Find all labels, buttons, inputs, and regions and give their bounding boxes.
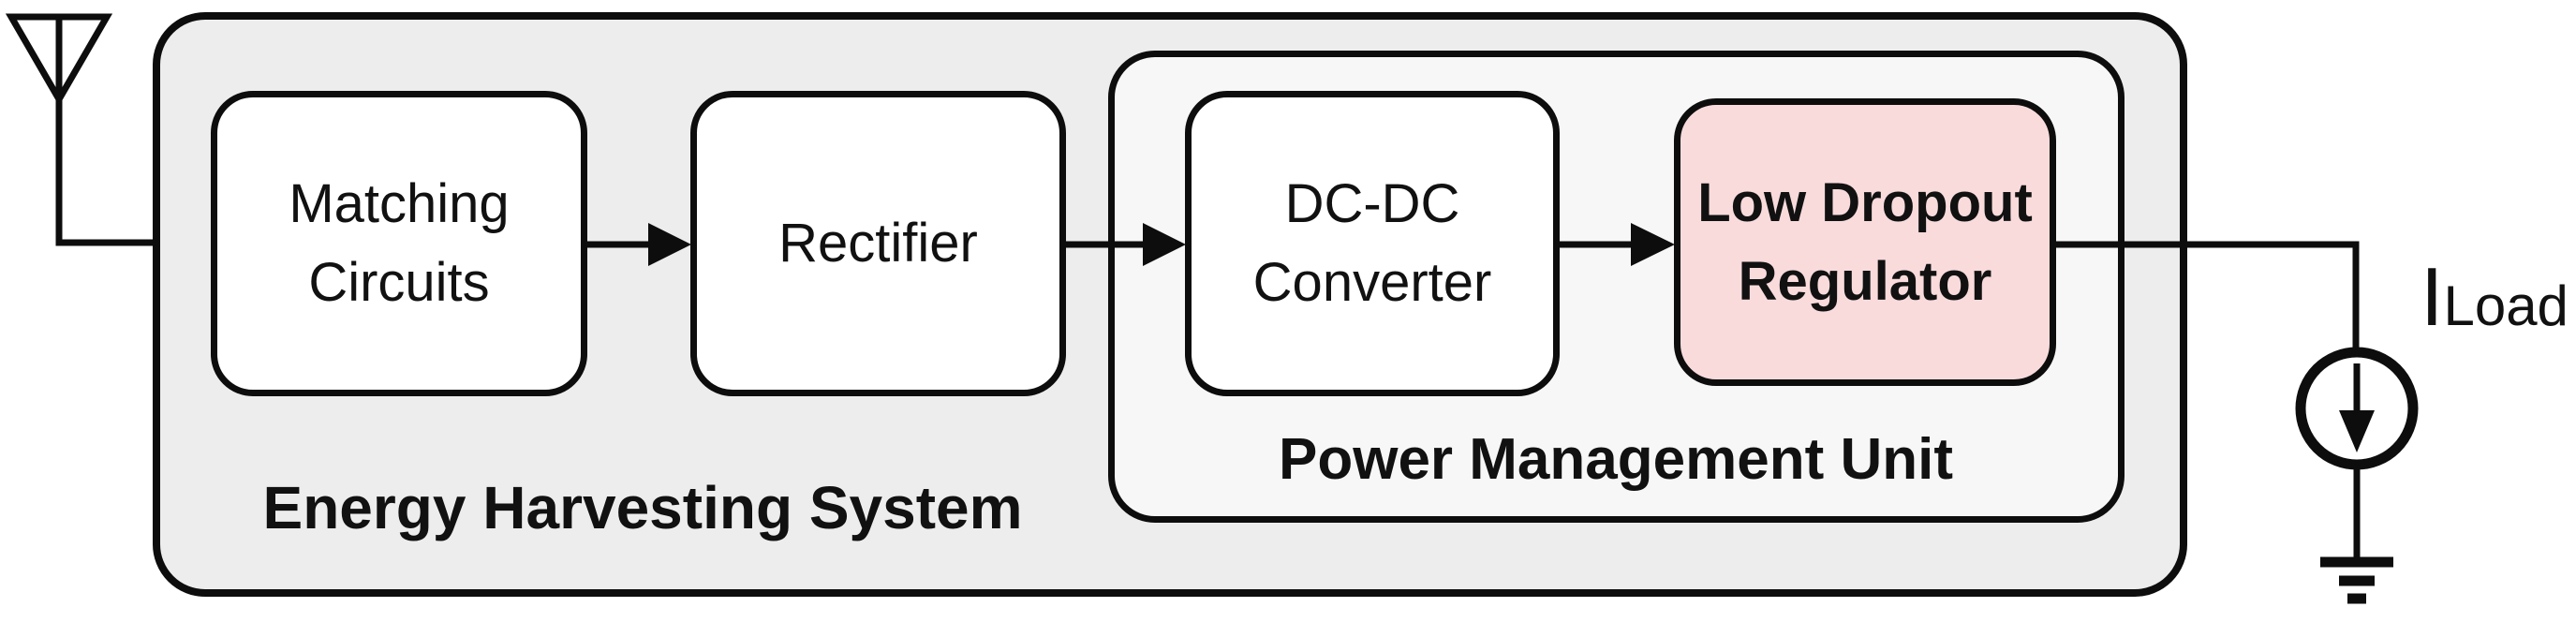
matching-circuits-label-line1: Matching [289, 173, 510, 234]
arrow-down-icon [2339, 410, 2375, 452]
dcdc-converter-label-line1: DC-DC [1284, 173, 1460, 234]
rectifier-label: Rectifier [778, 204, 978, 283]
load-current-subscript: Load [2443, 274, 2569, 337]
low-dropout-regulator-block: Low Dropout Regulator [1674, 98, 2056, 386]
arrow-right-icon [648, 223, 691, 266]
dcdc-converter-label-line2: Converter [1252, 252, 1492, 313]
arrow-dcdc-to-ldo [1559, 223, 1675, 266]
energy-harvesting-system-title: Energy Harvesting System [262, 474, 1023, 541]
power-management-unit-title: Power Management Unit [1279, 427, 1953, 492]
ground-icon [2320, 556, 2393, 604]
output-wire [2054, 241, 2360, 348]
matching-circuits-label: Matching Circuits [289, 165, 509, 322]
rectifier-label-line1: Rectifier [778, 213, 978, 274]
antenna-triangle [5, 13, 113, 106]
dcdc-converter-label: DC-DC Converter [1253, 165, 1492, 322]
arrow-rectifier-to-dcdc [1065, 223, 1186, 266]
arrow-right-icon [1143, 223, 1186, 266]
dcdc-converter-block: DC-DC Converter [1185, 91, 1560, 396]
antenna-icon [5, 13, 153, 246]
load-current-symbol: I [2421, 250, 2444, 343]
low-dropout-regulator-label-line1: Low Dropout [1697, 171, 2033, 233]
rectifier-block: Rectifier [690, 91, 1066, 396]
low-dropout-regulator-label: Low Dropout Regulator [1697, 164, 2033, 321]
current-source-icon [2295, 347, 2419, 470]
low-dropout-regulator-label-line2: Regulator [1738, 250, 1992, 312]
antenna-feed-line [55, 19, 153, 246]
arrow-right-icon [1631, 223, 1675, 266]
matching-circuits-label-line2: Circuits [308, 252, 490, 313]
arrow-matching-to-rectifier [586, 223, 691, 266]
matching-circuits-block: Matching Circuits [211, 91, 587, 396]
